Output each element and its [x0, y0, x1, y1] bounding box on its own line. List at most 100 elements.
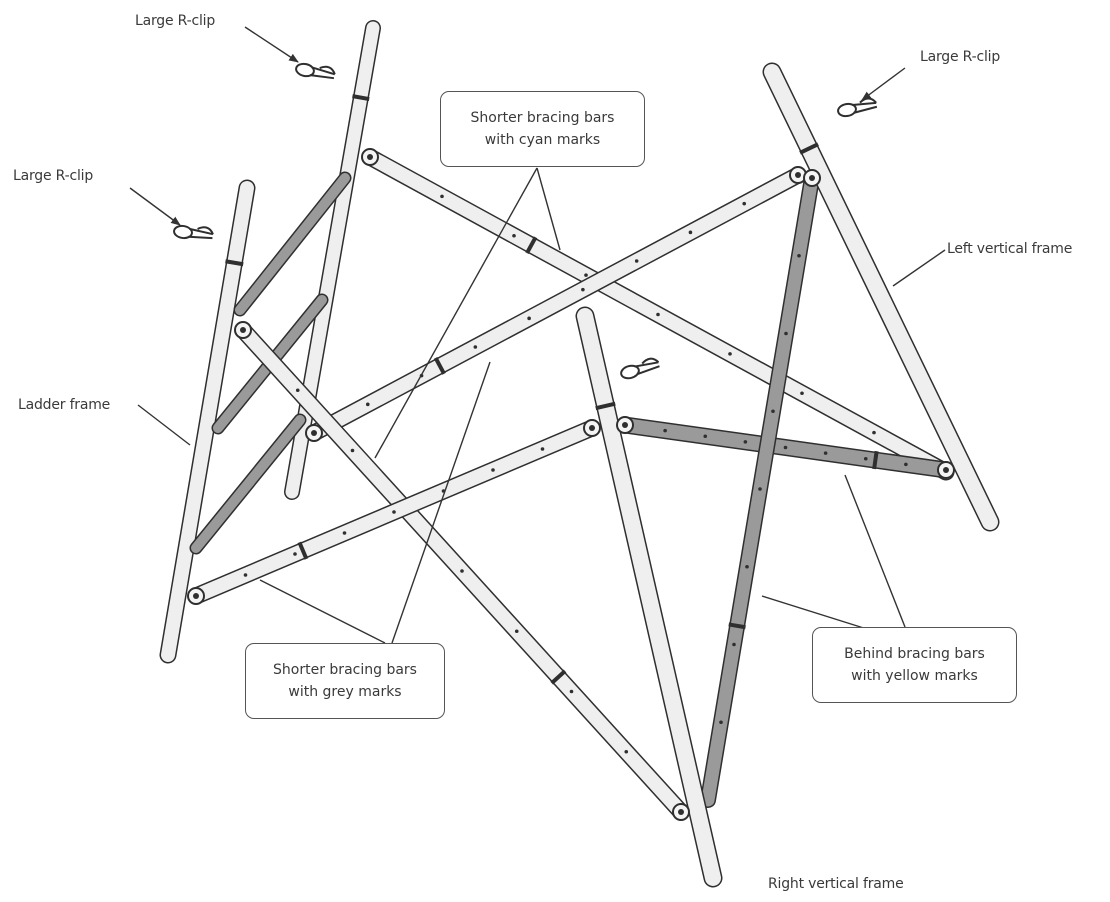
left-vertical-frame-pole	[762, 62, 1000, 532]
leader-left-vertical	[892, 249, 946, 287]
callout-cyan-line1: Shorter bracing bars	[470, 110, 615, 126]
leader-ladder	[137, 404, 191, 446]
pin-hole	[491, 468, 495, 472]
pin-hole	[800, 391, 804, 396]
brace-left-to-rightpost	[305, 166, 807, 442]
pin-hole	[295, 388, 300, 393]
pin-hole	[688, 230, 693, 235]
bolt-head	[809, 175, 815, 181]
sleeve-joint	[433, 357, 446, 375]
pin-hole	[783, 445, 788, 450]
bolt-head	[193, 593, 199, 599]
pin-hole	[797, 253, 801, 258]
pin-hole	[584, 273, 588, 277]
callout-grey-line1: Shorter bracing bars	[273, 662, 417, 678]
pin-hole	[703, 434, 708, 439]
brace-top-to-right	[361, 148, 955, 481]
leader-grey-b	[391, 361, 491, 644]
sleeve-joint	[297, 541, 309, 560]
pin-hole	[440, 194, 444, 199]
r-clip-icon	[295, 62, 336, 80]
pin-hole	[512, 233, 516, 238]
pin-hole	[771, 409, 775, 414]
r-clip-icon	[620, 357, 660, 380]
pin-hole	[624, 749, 629, 754]
sleeve-joint	[799, 142, 819, 155]
leader-yellow-b	[761, 595, 871, 631]
leader-rclip-left	[129, 187, 181, 226]
pin-hole	[663, 428, 667, 433]
leader-cyan-a	[536, 167, 561, 251]
brace-ladder-diag	[234, 321, 690, 821]
pin-hole	[758, 487, 762, 491]
leader-grey-a	[259, 579, 386, 644]
label-right-vertical-frame: Right vertical frame	[768, 876, 904, 892]
pin-hole	[243, 573, 248, 577]
label-rclip-left: Large R-clip	[13, 168, 94, 184]
pin-hole	[732, 642, 736, 647]
pin-hole	[527, 316, 531, 321]
brace-bottom-front	[187, 419, 601, 605]
leader-rclip-right	[861, 67, 906, 101]
pin-hole	[743, 440, 748, 444]
sleeve-joint	[225, 259, 244, 267]
ladder-rung-1	[233, 171, 352, 317]
pin-hole	[904, 462, 908, 467]
ladder-rung-3	[189, 413, 307, 555]
ladder-rear-pole	[284, 20, 381, 500]
right-vertical-frame-pole	[575, 306, 723, 888]
sleeve-joint	[872, 450, 879, 470]
pin-hole	[872, 430, 876, 435]
brace-behind-yellow	[616, 416, 955, 479]
bolt-head	[367, 154, 373, 160]
sleeve-joint	[728, 622, 746, 630]
bolt-head	[795, 172, 801, 178]
pin-hole	[823, 451, 828, 455]
pin-hole	[350, 448, 355, 453]
callout-yellow: Behind bracing bars with yellow marks	[812, 627, 1017, 703]
sleeve-joint	[525, 236, 538, 255]
sleeve-joint	[550, 669, 567, 685]
label-ladder-frame: Ladder frame	[18, 397, 111, 413]
label-rclip-right: Large R-clip	[920, 49, 1001, 65]
bolt-head	[678, 809, 684, 815]
callout-yellow-line1: Behind bracing bars	[844, 646, 985, 662]
sleeve-joint	[595, 401, 616, 411]
callout-grey: Shorter bracing bars with grey marks	[245, 643, 445, 719]
pin-hole	[719, 720, 723, 725]
callout-grey-line2: with grey marks	[288, 684, 402, 700]
pin-hole	[581, 287, 585, 292]
pin-hole	[728, 352, 732, 356]
bolt-head	[589, 425, 595, 431]
bolt-head	[240, 327, 246, 333]
bolt-head	[311, 430, 317, 436]
leader-rclip-top	[244, 26, 299, 63]
pin-hole	[460, 569, 464, 573]
callout-cyan-line2: with cyan marks	[484, 132, 601, 148]
r-clip-icon	[173, 224, 214, 240]
callout-cyan: Shorter bracing bars with cyan marks	[440, 91, 645, 167]
label-rclip-top: Large R-clip	[135, 13, 216, 29]
pin-hole	[745, 564, 749, 569]
leader-yellow-a	[844, 474, 906, 628]
pin-hole	[342, 531, 347, 535]
pin-hole	[569, 689, 574, 694]
pin-hole	[634, 259, 639, 263]
pin-hole	[392, 510, 396, 514]
sleeve-joint	[352, 94, 370, 102]
pin-hole	[742, 201, 747, 206]
pin-hole	[514, 629, 519, 634]
pin-hole	[365, 402, 370, 407]
leader-cyan-b	[374, 167, 538, 459]
r-clip-icon	[837, 97, 878, 118]
pin-hole	[863, 456, 868, 461]
pin-hole	[540, 447, 545, 451]
pin-hole	[784, 331, 788, 336]
bolt-head	[943, 467, 949, 473]
ladder-front-pole	[159, 179, 256, 664]
brace-behind-long	[700, 170, 820, 808]
bolt-head	[622, 422, 628, 428]
pin-hole	[656, 312, 660, 317]
pin-hole	[293, 552, 297, 556]
